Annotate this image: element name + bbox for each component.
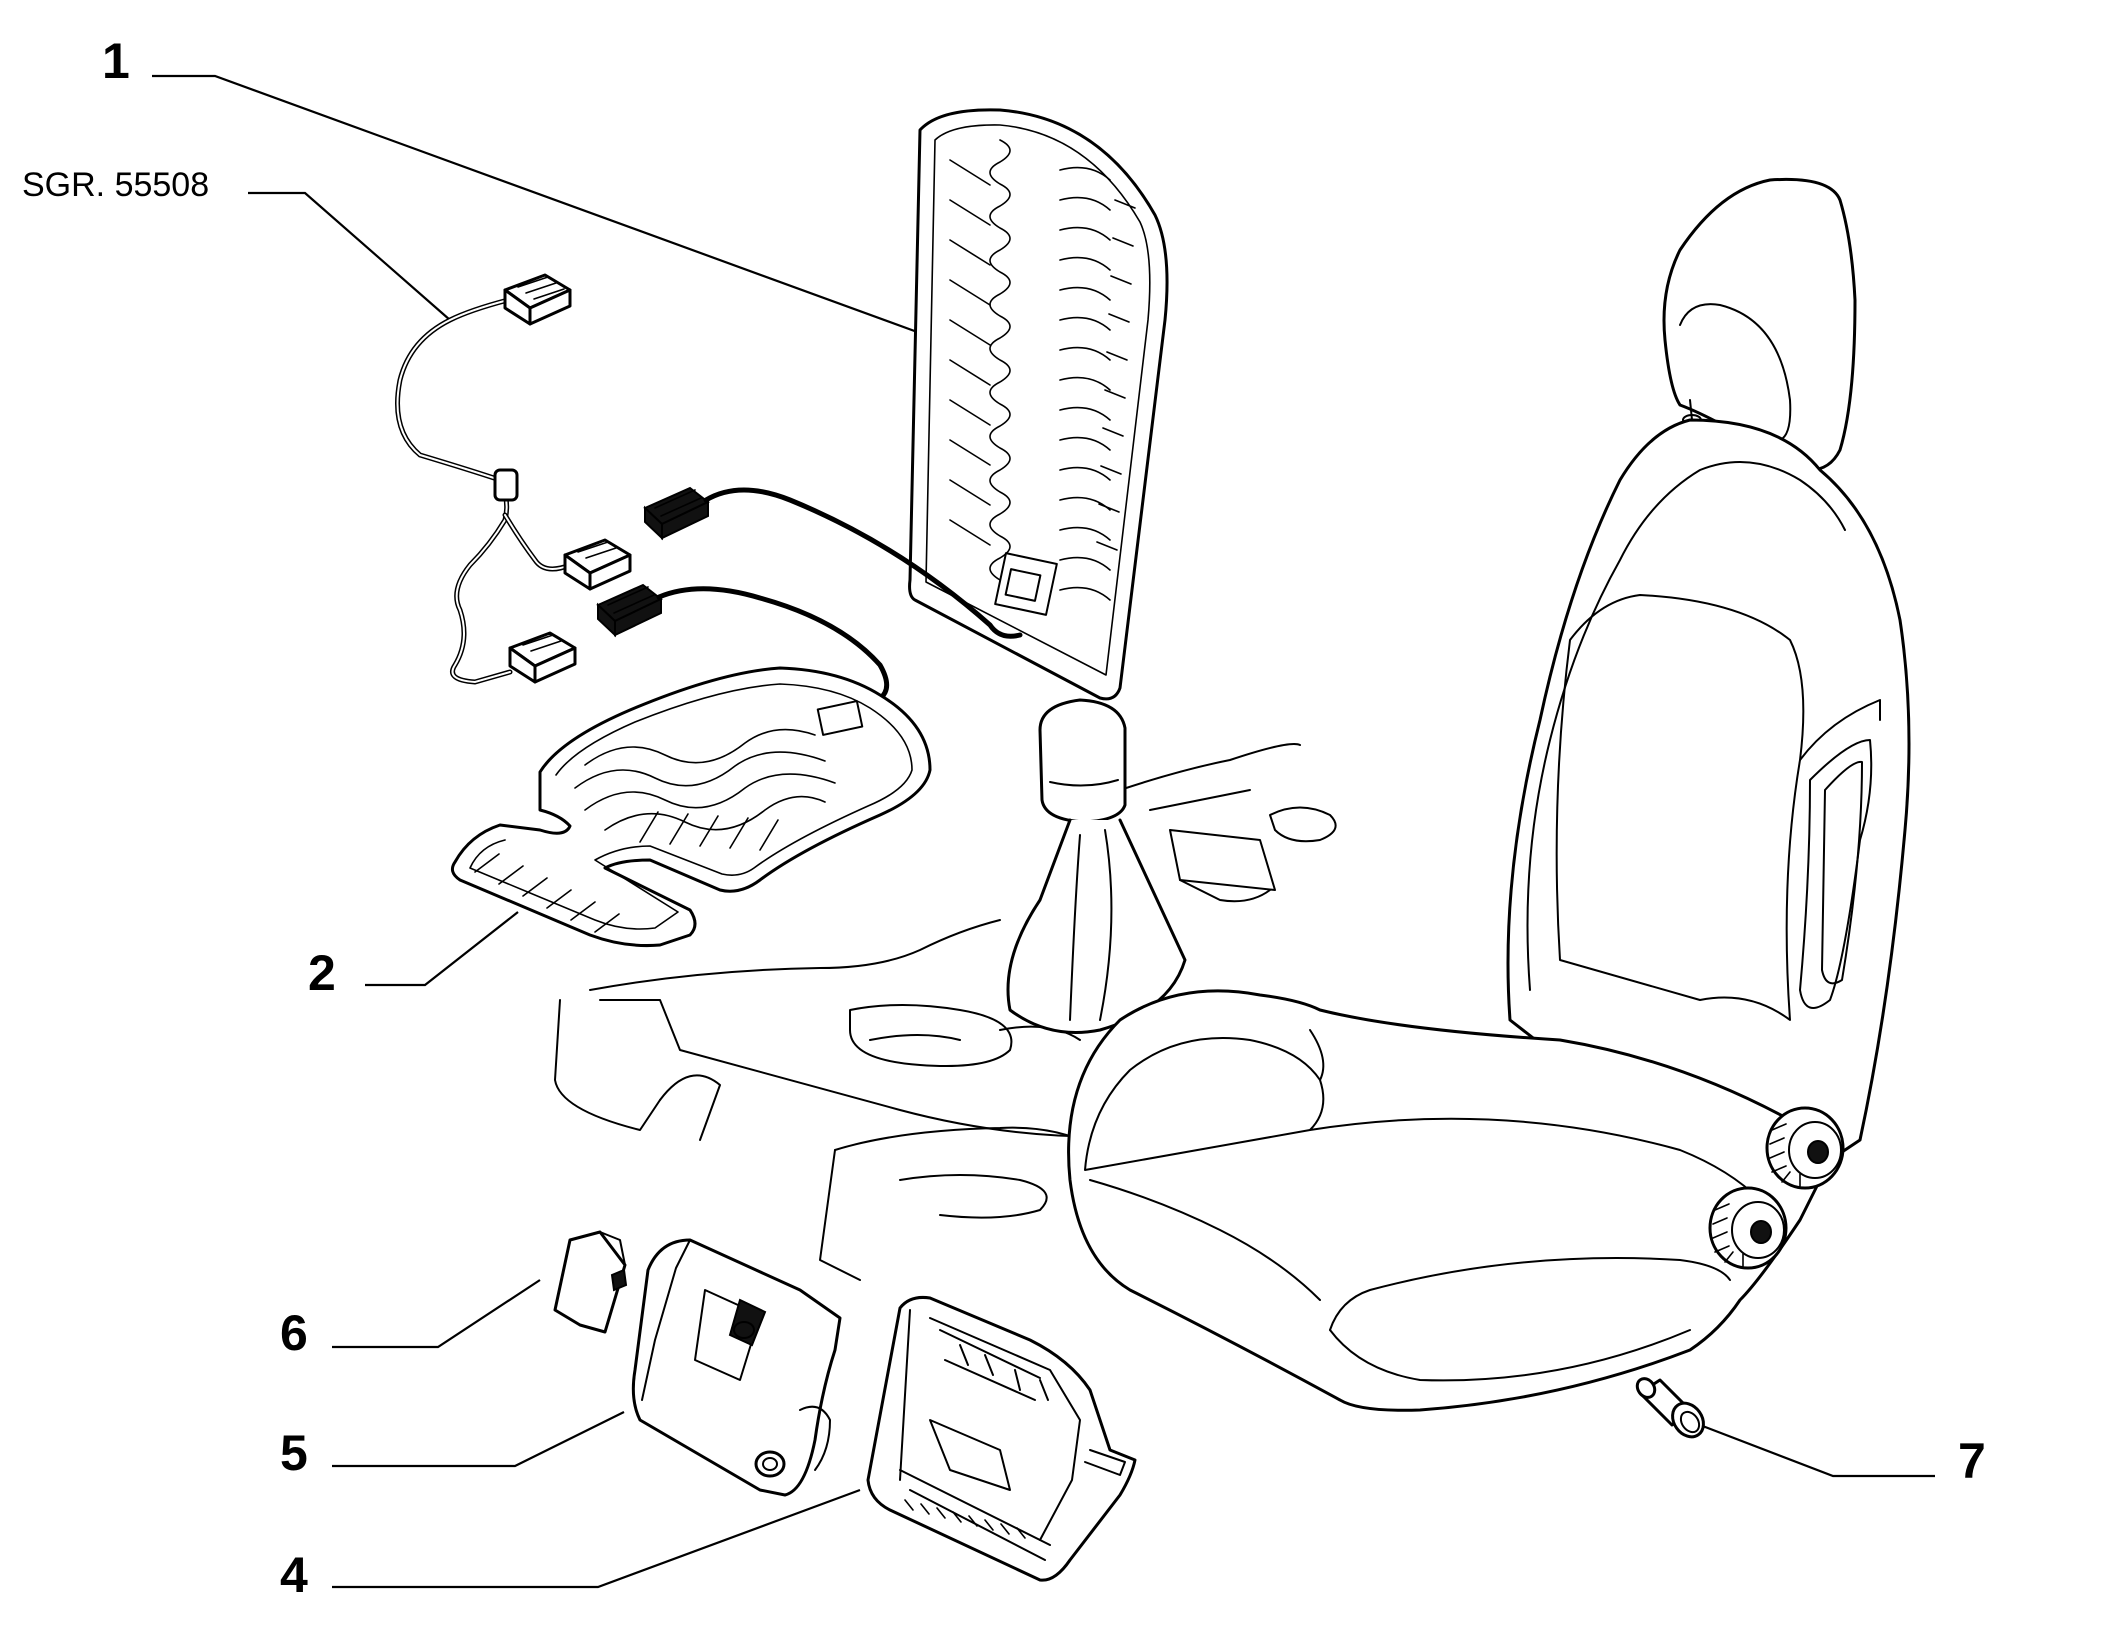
leader-6 xyxy=(332,1279,541,1349)
seat-assembly xyxy=(1067,177,1911,1412)
callout-sgr-reference: SGR. 55508 xyxy=(22,166,209,204)
leader-4 xyxy=(332,1488,861,1589)
leader-7 xyxy=(1699,1423,1935,1478)
seat-backrest xyxy=(1506,418,1911,1162)
recliner-knob-lower xyxy=(1708,1186,1788,1270)
leader-1 xyxy=(152,74,921,335)
part-7-pin xyxy=(1635,1377,1705,1439)
recliner-knob-upper xyxy=(1765,1106,1845,1190)
harness-connector-top xyxy=(503,273,572,326)
callout-4: 4 xyxy=(280,1547,308,1603)
callout-1: 1 xyxy=(102,33,130,89)
gear-lever xyxy=(1006,698,1187,1034)
harness-connector-middle xyxy=(563,538,632,591)
leader-2 xyxy=(365,911,519,987)
callout-7: 7 xyxy=(1958,1433,1986,1489)
seat-heating-pad xyxy=(450,666,932,948)
part-6-cap xyxy=(553,1230,628,1334)
part-4-housing xyxy=(866,1296,1137,1582)
callout-2: 2 xyxy=(308,945,336,1001)
part-5-cover xyxy=(631,1238,842,1497)
backrest-heating-element xyxy=(949,139,1136,601)
harness-connector-backrest xyxy=(643,486,710,541)
leader-lines xyxy=(152,74,1935,1589)
wiring-harness xyxy=(395,273,1023,723)
seat-cushion xyxy=(1067,989,1832,1412)
callout-6: 6 xyxy=(280,1305,308,1361)
leader-sgr xyxy=(248,191,451,321)
center-console xyxy=(554,743,1337,1281)
backrest-heating-pad xyxy=(908,108,1169,701)
leader-5 xyxy=(332,1411,625,1468)
callout-5: 5 xyxy=(280,1425,308,1481)
harness-connector-seat xyxy=(596,583,663,638)
headrest xyxy=(1662,177,1857,486)
harness-connector-lower xyxy=(508,631,577,684)
seat-heating-element xyxy=(474,728,836,933)
